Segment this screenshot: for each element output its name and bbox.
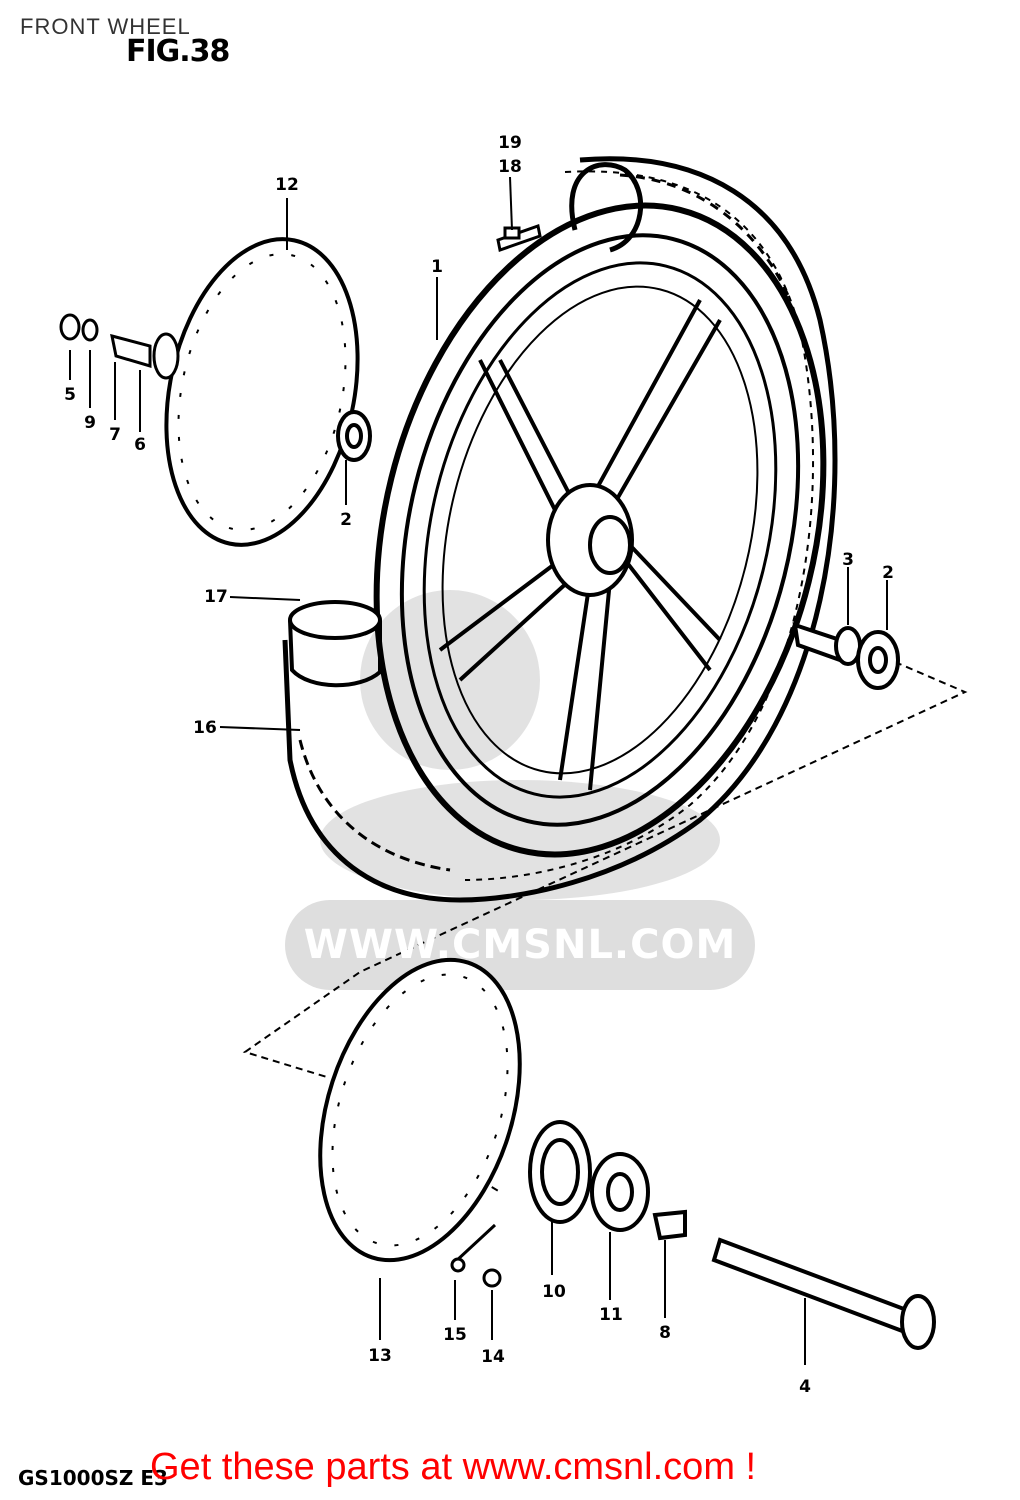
callout-16: 16	[193, 718, 217, 738]
wheel-spokes	[438, 299, 722, 791]
callout-4: 4	[799, 1377, 811, 1397]
page-title: FRONT WHEEL	[20, 14, 191, 39]
parts-cta-link[interactable]: Get these parts at www.cmsnl.com !	[150, 1446, 757, 1488]
model-code: GS1000SZ E3	[18, 1466, 168, 1490]
callout-9: 9	[84, 413, 96, 433]
callout-12: 12	[275, 175, 299, 195]
callout-leaders	[69, 176, 888, 1365]
callout-2-left: 2	[340, 510, 352, 530]
disc-bolts	[450, 1223, 502, 1288]
figure-label: FIG.38	[126, 34, 230, 69]
callout-3: 3	[842, 550, 854, 570]
watermark-url: WWW.CMSNL.COM	[303, 922, 737, 968]
speedo-gear-stack	[528, 1120, 687, 1241]
callout-18: 18	[498, 157, 522, 177]
callout-11: 11	[599, 1305, 623, 1325]
callout-17: 17	[204, 587, 228, 607]
spacer-and-bearing-right	[792, 622, 900, 690]
wheel-rim	[373, 202, 827, 858]
callout-14: 14	[481, 1347, 505, 1367]
callout-2-right: 2	[882, 563, 894, 583]
tube-part	[288, 600, 382, 688]
callout-13: 13	[368, 1346, 392, 1366]
callout-19: 19	[498, 133, 522, 153]
callout-7: 7	[109, 425, 121, 445]
rim-band-loop	[569, 162, 643, 253]
wheel-hub	[546, 483, 634, 597]
bearing-left	[336, 410, 372, 462]
callout-6: 6	[134, 435, 146, 455]
brake-disc-bottom	[318, 957, 522, 1263]
callout-10: 10	[542, 1282, 566, 1302]
axle-nut-stack-left	[59, 313, 180, 380]
callout-15: 15	[443, 1325, 467, 1345]
callout-labels: 1 2 2 3 4 5 6 7 8 9 10 11 12 13 14 15 16…	[64, 133, 894, 1397]
callout-1: 1	[431, 257, 443, 277]
callout-5: 5	[64, 385, 76, 405]
front-axle	[711, 1237, 936, 1350]
tyre-part	[282, 156, 838, 903]
brake-disc-left	[164, 237, 360, 547]
callout-8: 8	[659, 1323, 671, 1343]
